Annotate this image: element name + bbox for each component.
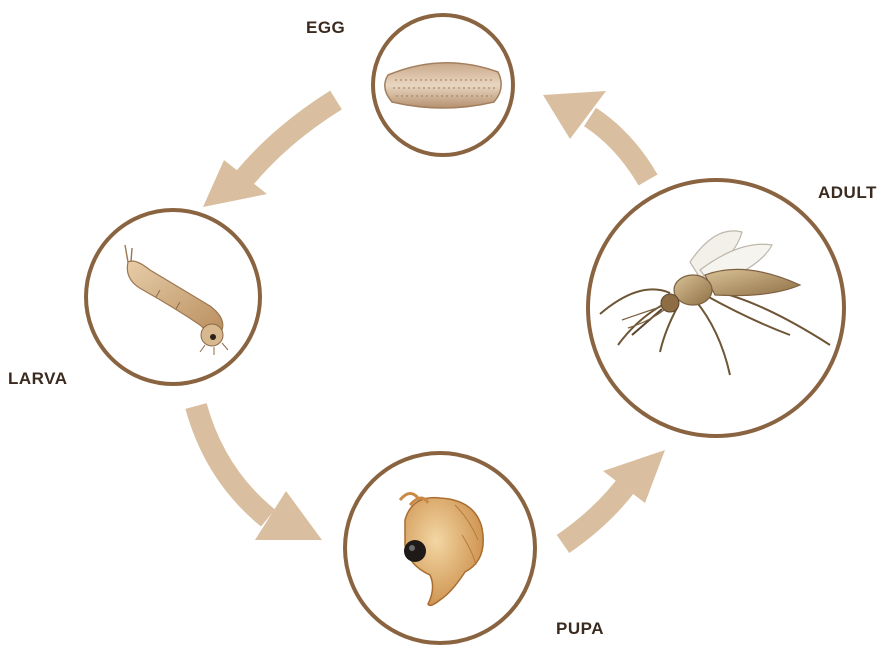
arrow-egg-to-larva xyxy=(203,100,336,207)
pupa-label: PUPA xyxy=(556,619,604,639)
arrow-larva-to-pupa xyxy=(196,406,322,540)
egg-stage xyxy=(373,15,513,155)
egg-label: EGG xyxy=(306,18,345,38)
larva-label: LARVA xyxy=(8,369,68,389)
larva-stage xyxy=(86,210,260,384)
adult-ring xyxy=(588,180,844,436)
egg-icon xyxy=(385,63,501,108)
arrow-adult-to-egg xyxy=(543,91,648,180)
adult-label: ADULT xyxy=(818,183,877,203)
adult-stage xyxy=(588,180,844,436)
pupa-stage xyxy=(345,453,535,643)
arrow-pupa-to-adult xyxy=(563,450,665,544)
